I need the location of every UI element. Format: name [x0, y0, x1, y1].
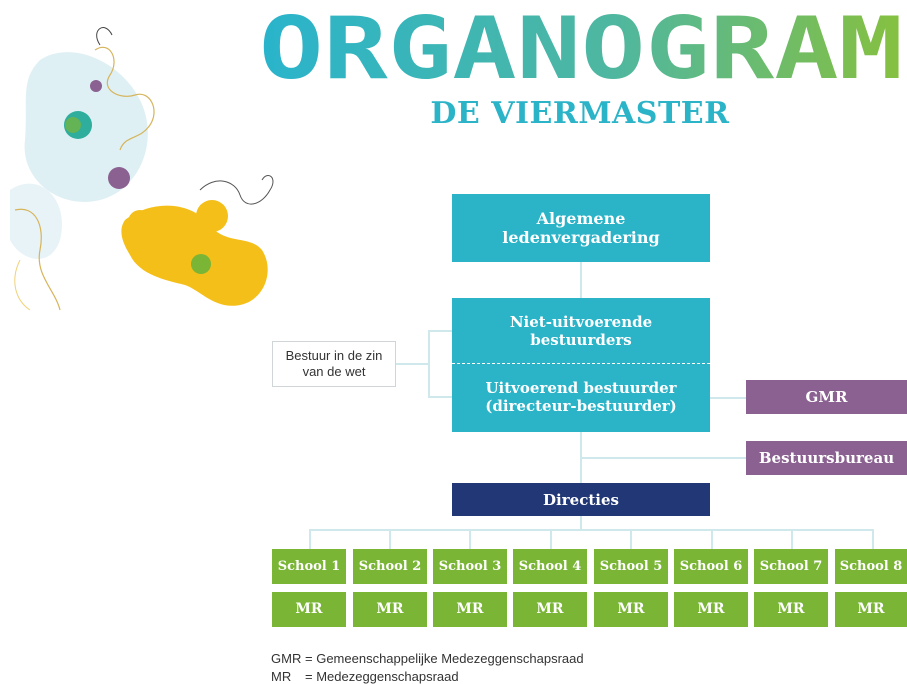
decorative-molecule-art — [10, 27, 274, 311]
school-drop — [309, 529, 311, 549]
mr-label: MR — [376, 601, 404, 618]
school-drop — [389, 529, 391, 549]
school-label: School 8 — [839, 558, 903, 574]
school-label: School 6 — [679, 558, 743, 574]
legend-row: GMR= Gemeenschappelijke Medezeggenschaps… — [271, 651, 584, 666]
school-drop — [469, 529, 471, 549]
non-executive-label-box: Niet-uitvoerende bestuurders — [452, 305, 710, 357]
school-drop — [630, 529, 632, 549]
mr-label: MR — [697, 601, 725, 618]
school-drop — [872, 529, 874, 549]
mr-label: MR — [295, 601, 323, 618]
connector-line — [580, 516, 582, 530]
mr-box: MR — [272, 592, 346, 627]
board-office-label: Bestuursbureau — [758, 449, 895, 467]
school-label: School 4 — [518, 558, 582, 574]
page-title: ORGANOGRAM — [259, 2, 903, 90]
school-box: School 4 — [513, 549, 587, 584]
school-box: School 6 — [674, 549, 748, 584]
mr-label: MR — [857, 601, 885, 618]
executive-label-box: Uitvoerend bestuurder (directeur-bestuur… — [452, 370, 710, 424]
legend-text: = Medezeggenschapsraad — [305, 669, 459, 684]
non-executive-label: Niet-uitvoerende bestuurders — [509, 313, 653, 349]
board-by-law-box: Bestuur in de zin van de wet — [272, 341, 396, 387]
executive-label: Uitvoerend bestuurder (directeur-bestuur… — [485, 379, 677, 415]
mr-box: MR — [353, 592, 427, 627]
school-box: School 7 — [754, 549, 828, 584]
mr-label: MR — [536, 601, 564, 618]
page-subtitle: DE VIERMASTER — [430, 96, 730, 131]
school-box: School 2 — [353, 549, 427, 584]
connector-line — [710, 397, 746, 399]
connector-line — [580, 262, 582, 298]
general-assembly-label: Algemene ledenvergadering — [502, 208, 660, 247]
mr-label: MR — [456, 601, 484, 618]
board-by-law-label: Bestuur in de zin van de wet — [285, 347, 383, 379]
general-assembly-box: Algemene ledenvergadering — [452, 194, 710, 262]
school-box: School 3 — [433, 549, 507, 584]
mr-label: MR — [617, 601, 645, 618]
bracket-line — [428, 396, 452, 398]
legend-row: MR = Medezeggenschapsraad — [271, 669, 459, 684]
bracket-line — [396, 363, 428, 365]
school-label: School 1 — [277, 558, 341, 574]
svg-text:ORGANOGRAM: ORGANOGRAM — [259, 2, 903, 90]
bracket-line — [428, 330, 452, 332]
school-label: School 2 — [358, 558, 422, 574]
mr-box: MR — [754, 592, 828, 627]
school-box: School 8 — [835, 549, 907, 584]
school-drop — [711, 529, 713, 549]
legend-abbr: MR — [271, 669, 292, 684]
mr-box: MR — [513, 592, 587, 627]
mr-box: MR — [674, 592, 748, 627]
mr-box: MR — [433, 592, 507, 627]
mr-box: MR — [835, 592, 907, 627]
school-bus-line — [309, 529, 873, 531]
mr-label: MR — [777, 601, 805, 618]
gmr-box: GMR — [746, 380, 907, 414]
board-office-box: Bestuursbureau — [746, 441, 907, 475]
school-drop — [550, 529, 552, 549]
connector-line — [580, 457, 746, 459]
school-box: School 5 — [594, 549, 668, 584]
mr-box: MR — [594, 592, 668, 627]
gmr-label: GMR — [805, 388, 848, 406]
school-label: School 5 — [599, 558, 663, 574]
school-box: School 1 — [272, 549, 346, 584]
board-box — [452, 298, 710, 432]
legend-text: = Gemeenschappelijke Medezeggenschapsraa… — [305, 651, 584, 666]
school-label: School 3 — [438, 558, 502, 574]
legend-abbr: GMR — [271, 651, 302, 666]
school-drop — [791, 529, 793, 549]
dashed-divider — [452, 363, 710, 364]
school-label: School 7 — [759, 558, 823, 574]
directors-box: Directies — [452, 483, 710, 516]
directors-label: Directies — [543, 490, 619, 509]
bracket-line — [428, 330, 430, 397]
